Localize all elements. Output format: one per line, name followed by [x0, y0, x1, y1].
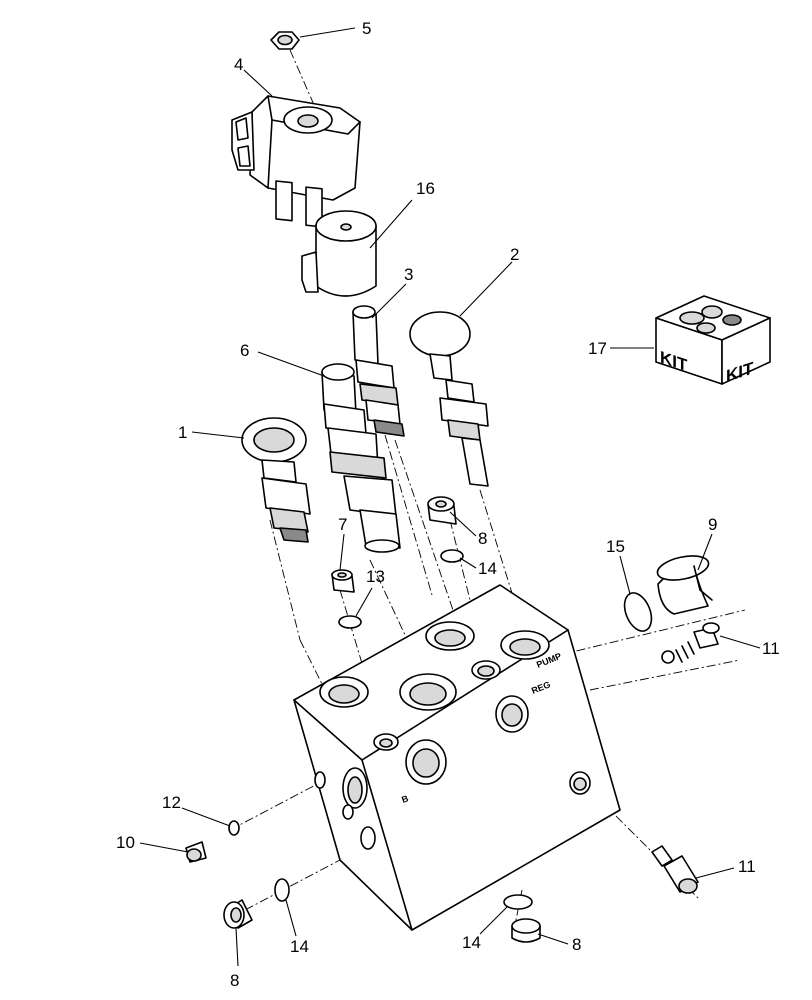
callout-8-lower-left: 8	[230, 971, 239, 990]
callout-5: 5	[362, 19, 371, 38]
armature-part-16	[301, 210, 377, 297]
callout-13: 13	[366, 567, 385, 586]
o-ring-part-14-bottom	[503, 894, 533, 910]
check-cartridge-part-11-lower	[651, 845, 699, 894]
callout-15: 15	[606, 537, 625, 556]
plug-part-8-lower-left	[223, 899, 253, 929]
callout-16: 16	[416, 179, 435, 198]
manifold-block: PUMP REG B	[293, 584, 621, 931]
callout-17: 17	[588, 339, 607, 358]
o-ring-part-15	[623, 592, 653, 632]
callout-12: 12	[162, 793, 181, 812]
callout-3: 3	[404, 265, 413, 284]
callout-14-upper: 14	[478, 559, 497, 578]
plug-part-8-bottom	[511, 918, 541, 943]
o-ring-part-12	[228, 820, 240, 836]
solenoid-coil-part-4	[231, 95, 361, 228]
cartridge-part-6	[321, 363, 401, 553]
leader-lines	[139, 27, 761, 967]
callout-6: 6	[240, 341, 249, 360]
callout-10: 10	[116, 833, 135, 852]
cap-part-9	[656, 555, 713, 615]
callout-8-bottom: 8	[572, 935, 581, 954]
o-ring-part-14-lower-left	[274, 878, 290, 902]
callout-14-lower-left: 14	[290, 937, 309, 956]
nut-part-5	[270, 31, 300, 50]
callout-2: 2	[510, 245, 519, 264]
plug-part-10	[185, 841, 207, 863]
callout-7: 7	[338, 515, 347, 534]
callout-numbers: 5 4 16 3 2 6 1 17 7 8 14 13 15 9 11 12 1…	[116, 19, 780, 990]
valve-stem-part-3	[352, 305, 405, 437]
callout-11-lower: 11	[738, 857, 756, 876]
o-ring-part-14-upper	[440, 549, 464, 563]
kit-box-part-17: KIT KIT	[655, 295, 771, 386]
relief-valve-part-2	[409, 311, 489, 487]
port-label-b: B	[400, 793, 410, 805]
callout-14-bottom: 14	[462, 933, 481, 952]
callout-9: 9	[708, 515, 717, 534]
callout-1: 1	[178, 423, 187, 442]
plug-part-8-upper	[427, 496, 457, 525]
relief-valve-part-1	[241, 417, 311, 543]
callout-4: 4	[234, 55, 243, 74]
callout-11-right: 11	[762, 639, 780, 658]
callout-8-upper: 8	[478, 529, 487, 548]
o-ring-part-13	[338, 615, 362, 629]
plug-part-7	[331, 569, 355, 593]
check-cartridge-part-11-right	[661, 622, 720, 664]
